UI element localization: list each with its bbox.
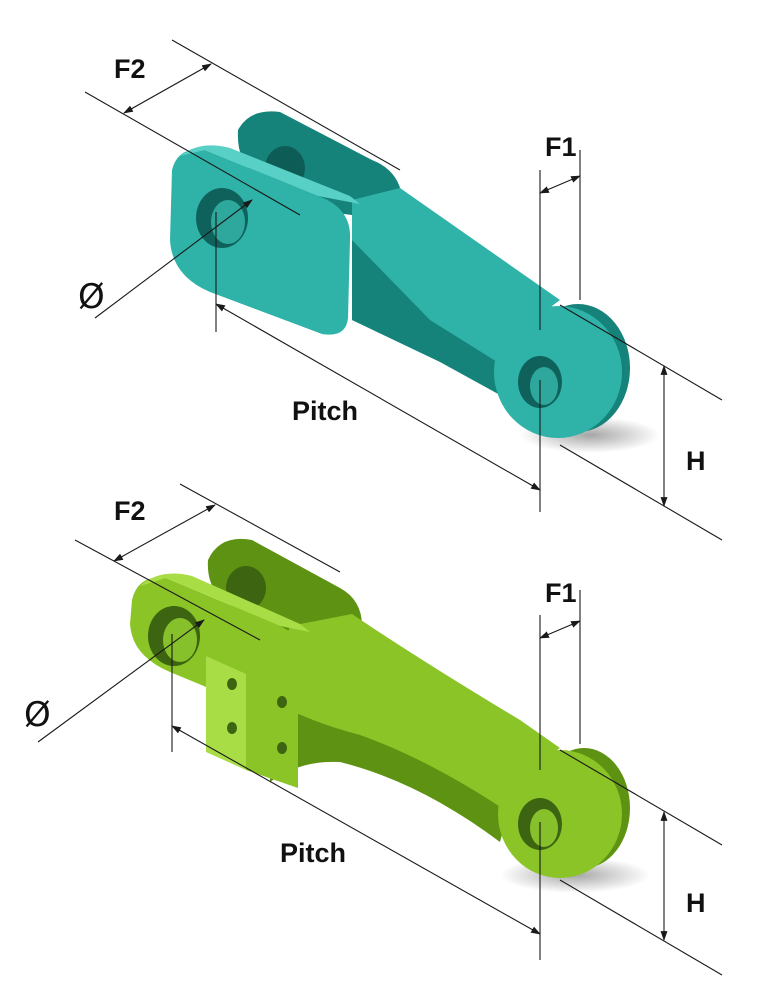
bottom-link-bolt-hole-4	[277, 742, 287, 754]
bottom-pitch-dim-line	[171, 725, 541, 935]
top-f2-ext-2	[171, 39, 401, 171]
bottom-f2-ext-1	[74, 539, 261, 641]
bottom-link-front-fork-top	[140, 573, 310, 632]
bottom-f1-dim-line	[539, 620, 581, 639]
bottom-link-bolt-hole-1	[227, 678, 237, 690]
bottom-link-side-plate-left	[206, 656, 246, 770]
bottom-chain-link-figure: F2 F1 Ø Pitch H	[24, 483, 723, 976]
bottom-diameter-label: Ø	[24, 695, 51, 735]
top-f2-dim-line	[123, 63, 212, 114]
bottom-f2-label: F2	[114, 496, 146, 526]
top-f2-ext-1	[84, 91, 301, 216]
top-pitch-dim-line	[215, 303, 541, 491]
bottom-f2-ext-2	[179, 483, 341, 573]
top-chain-link-figure: F2 F1 Ø Pitch H	[78, 39, 723, 541]
top-diameter-leader	[94, 199, 253, 319]
bottom-f1-label: F1	[545, 578, 577, 608]
bottom-f2-dim-line	[113, 504, 216, 562]
bottom-link-end-hole-inner	[530, 809, 558, 847]
top-f1-dim-line	[539, 175, 581, 194]
bottom-diameter-leader	[37, 619, 205, 743]
bottom-h-ext-2	[559, 879, 723, 976]
top-f1-label: F1	[545, 132, 577, 162]
top-link-rear-fork	[237, 111, 402, 222]
top-h-ext-2	[559, 444, 723, 541]
top-h-label: H	[686, 446, 706, 476]
top-link-end-hole-inner	[530, 367, 558, 405]
top-pitch-label: Pitch	[292, 396, 358, 426]
bottom-link-front-hole-inner	[163, 618, 197, 662]
top-link-front-fork-top	[180, 145, 360, 204]
bottom-h-ext-1	[559, 749, 723, 846]
bottom-link-side-plate-right	[246, 674, 298, 788]
top-diameter-label: Ø	[78, 277, 105, 317]
bottom-link-bolt-hole-3	[277, 696, 287, 708]
bottom-h-label: H	[686, 888, 706, 918]
top-f2-label: F2	[114, 54, 146, 84]
bottom-link-bolt-hole-2	[227, 722, 237, 734]
top-h-ext-1	[559, 304, 723, 401]
bottom-pitch-label: Pitch	[280, 838, 346, 868]
